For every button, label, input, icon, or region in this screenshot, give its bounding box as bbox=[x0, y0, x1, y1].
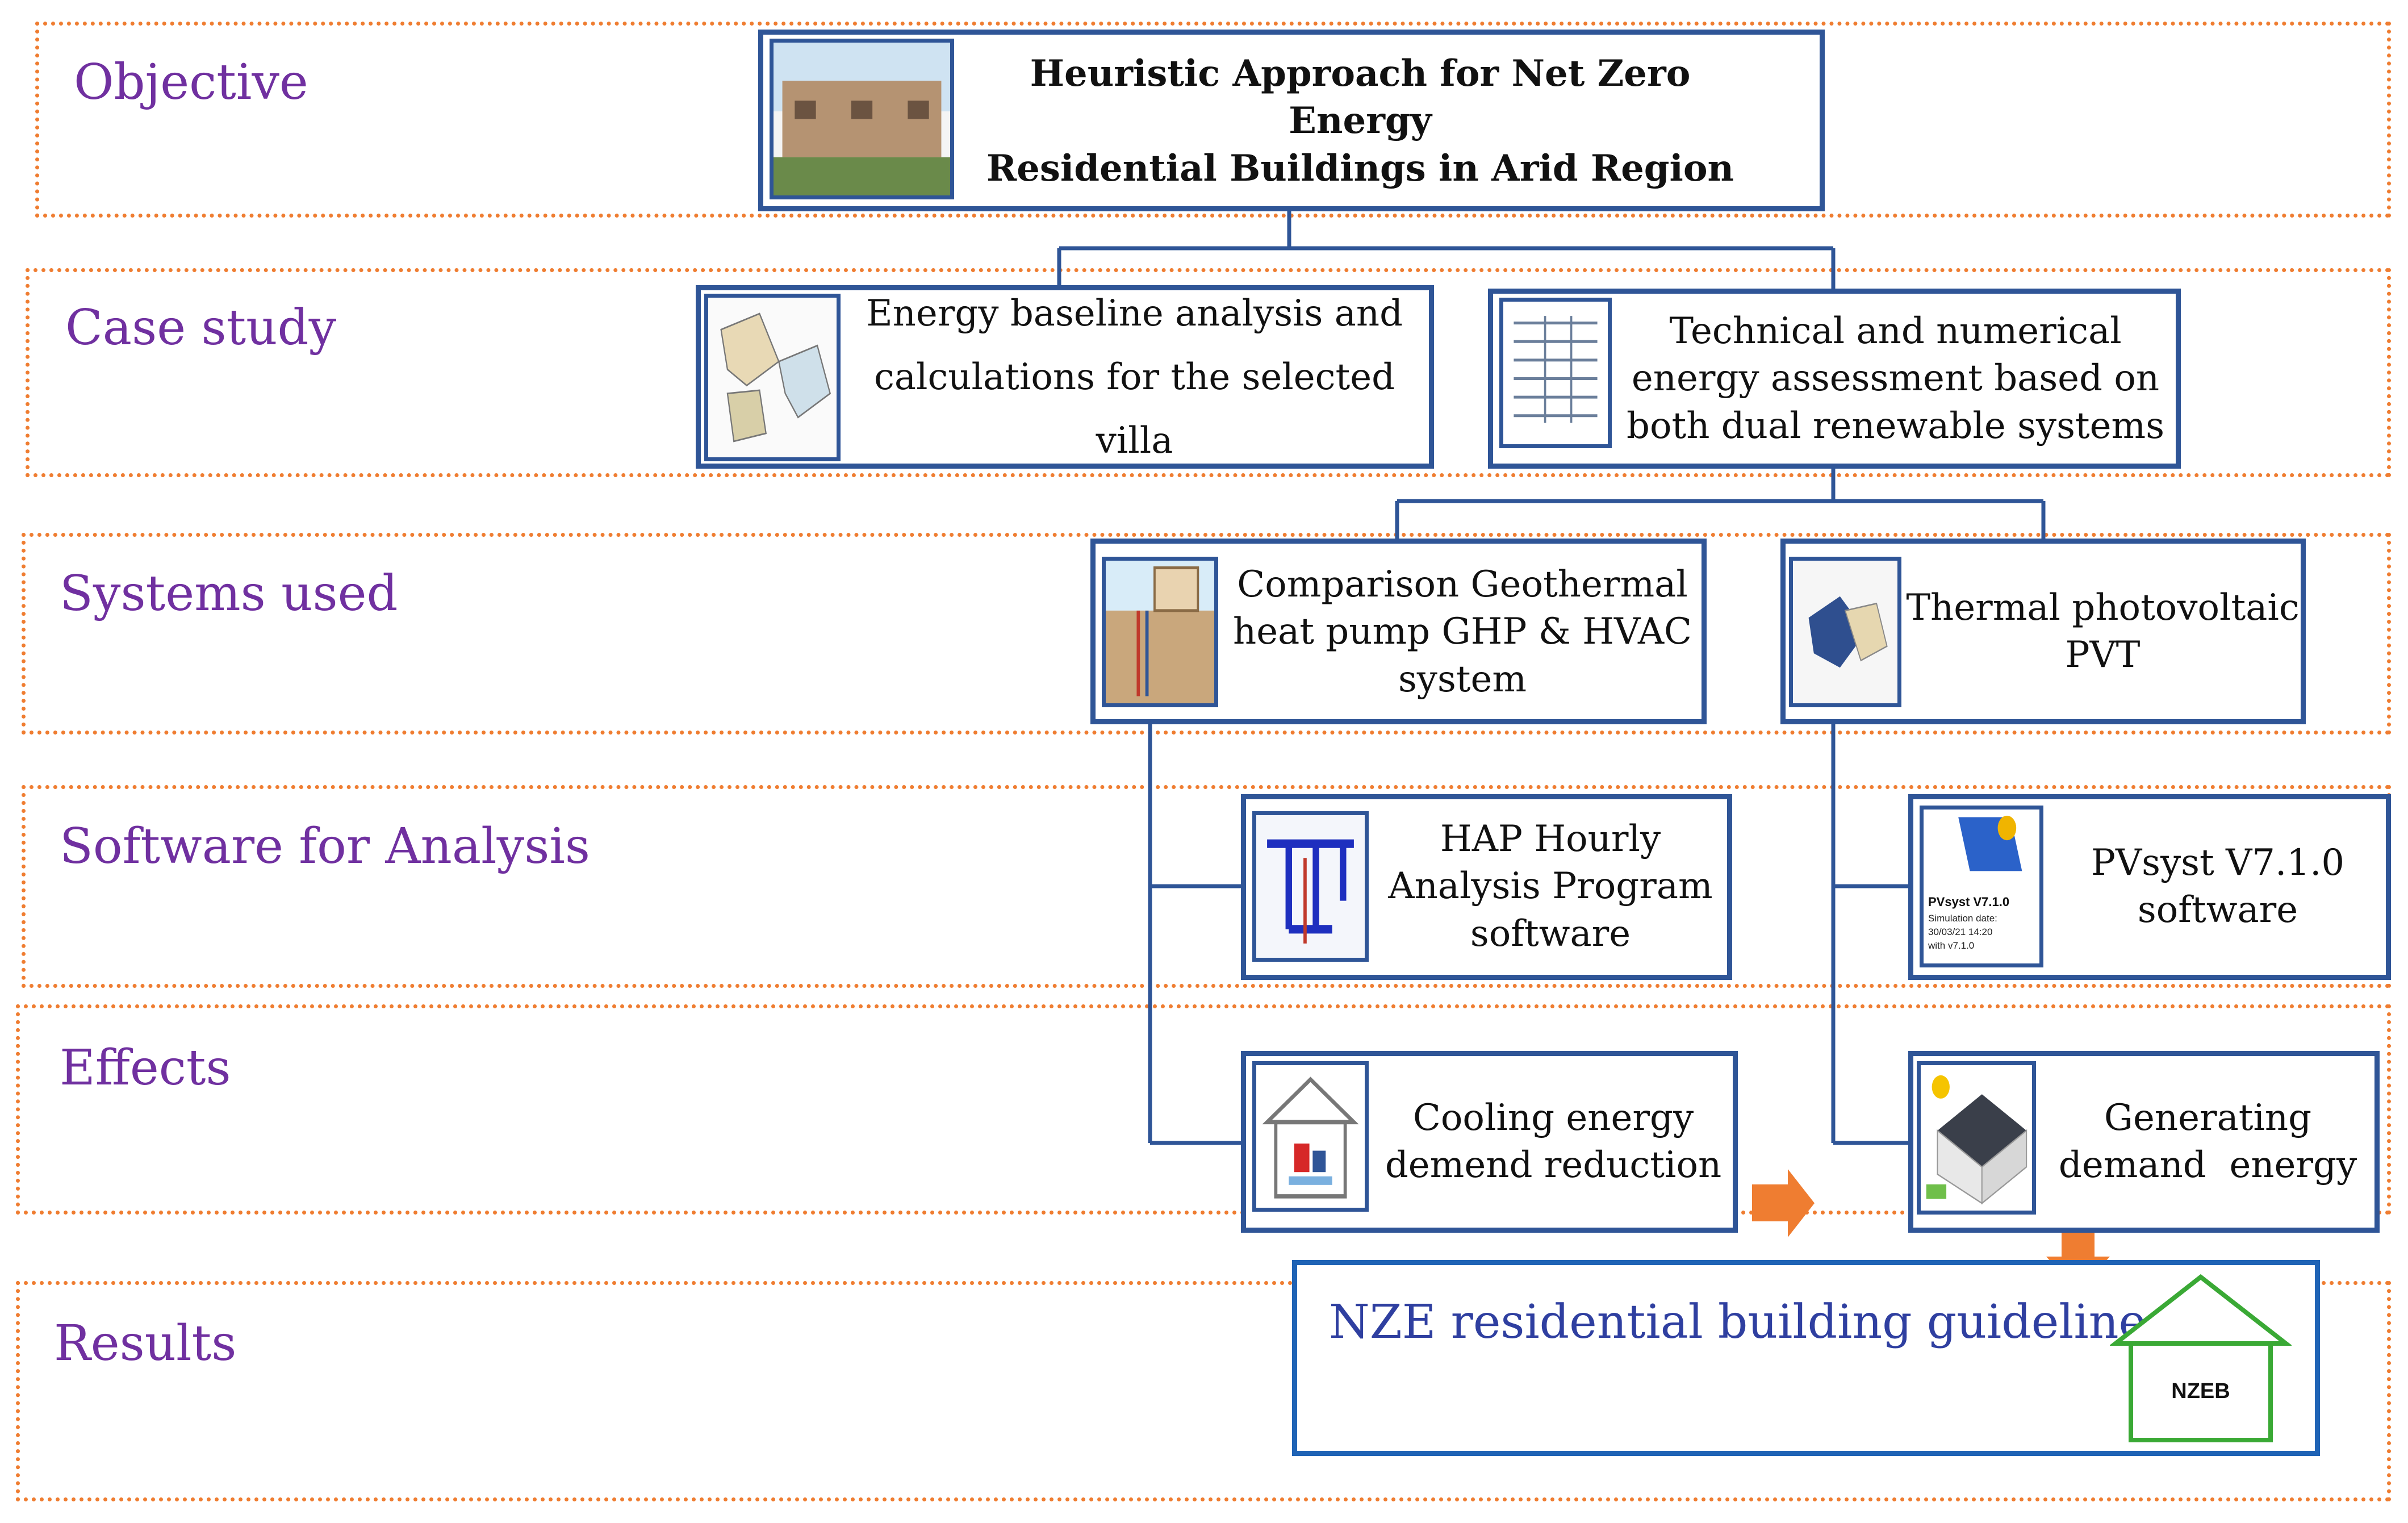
assessment-line-2: energy assessment based on bbox=[1631, 357, 2160, 400]
generating-line-1: Generating bbox=[2104, 1096, 2312, 1139]
hap-text: HAP Hourly Analysis Program software bbox=[1374, 801, 1726, 973]
nzeb-house-label: NZEB bbox=[2171, 1379, 2230, 1403]
lane-label-results: Results bbox=[54, 1315, 237, 1372]
assessment-line-1: Technical and numerical bbox=[1669, 310, 2122, 353]
pvt-text: Thermal photovoltaic PVT bbox=[1905, 546, 2300, 717]
lane-label-effects: Effects bbox=[60, 1040, 231, 1096]
hap-line-3: software bbox=[1470, 912, 1631, 955]
pvsyst-thumb-line-3: with v7.1.0 bbox=[1928, 940, 1975, 951]
pvt-line-1: Thermal photovoltaic bbox=[1906, 586, 2300, 629]
cooling-line-1: Cooling energy bbox=[1412, 1096, 1694, 1139]
house-hvac-icon bbox=[1252, 1061, 1369, 1212]
villa-photo-icon bbox=[770, 39, 954, 199]
assessment-text: Technical and numerical energy assessmen… bbox=[1616, 297, 2175, 461]
ghp-text: Comparison Geothermal heat pump GHP & HV… bbox=[1224, 546, 1701, 718]
hap-line-1: HAP Hourly bbox=[1440, 818, 1661, 861]
hap-line-2: Analysis Program bbox=[1388, 865, 1713, 908]
pvt-line-2: PVT bbox=[2065, 634, 2141, 676]
lane-label-systems-used: Systems used bbox=[60, 565, 398, 622]
data-sheet-icon bbox=[1499, 298, 1612, 448]
baseline-text: Energy baseline analysis and calculation… bbox=[841, 293, 1428, 462]
lane-systems-used bbox=[22, 533, 2391, 735]
pvsyst-text: PVsyst V7.1.0 software bbox=[2050, 801, 2385, 973]
ghp-line-3: system bbox=[1398, 658, 1527, 700]
objective-line-1: Heuristic Approach for Net Zero Energy bbox=[1030, 52, 1691, 143]
generating-text: Generating demand energy bbox=[2042, 1058, 2374, 1226]
objective-text: Heuristic Approach for Net Zero Energy R… bbox=[960, 41, 1761, 201]
pvsyst-thumb-line-2: 30/03/21 14:20 bbox=[1928, 927, 1993, 937]
pvsyst-line-2: software bbox=[2137, 889, 2298, 931]
ghp-line-2: heat pump GHP & HVAC bbox=[1232, 611, 1692, 653]
floor-plan-icon bbox=[704, 294, 841, 461]
lane-label-case-study: Case study bbox=[65, 299, 337, 356]
pvsyst-line-1: PVsyst V7.1.0 bbox=[2091, 841, 2345, 884]
lane-case-study bbox=[26, 268, 2391, 477]
geothermal-diagram-icon bbox=[1102, 557, 1218, 707]
nzeb-house-icon bbox=[2110, 1274, 2292, 1442]
lane-objective bbox=[35, 22, 2391, 218]
hap-duct-icon bbox=[1252, 811, 1369, 962]
pvt-plan-icon bbox=[1789, 557, 1901, 707]
assessment-line-3: both dual renewable systems bbox=[1626, 404, 2165, 447]
lane-label-software: Software for Analysis bbox=[60, 818, 590, 875]
generating-line-2: demand energy bbox=[2058, 1144, 2357, 1186]
arrow-right-icon bbox=[1752, 1169, 1815, 1237]
objective-line-2: Residential Buildings in Arid Region bbox=[986, 147, 1734, 190]
solar-house-icon bbox=[1917, 1061, 2036, 1215]
baseline-line-1: Energy baseline analysis and bbox=[866, 292, 1403, 335]
ghp-line-1: Comparison Geothermal bbox=[1237, 564, 1688, 606]
pvsyst-thumb-title: PVsyst V7.1.0 bbox=[1928, 895, 2010, 909]
baseline-line-2: calculations for the selected villa bbox=[873, 356, 1395, 462]
pvsyst-thumb-line-1: Simulation date: bbox=[1928, 913, 1997, 924]
lane-results bbox=[16, 1281, 2391, 1501]
cooling-line-2: demend reduction bbox=[1385, 1144, 1722, 1186]
cooling-text: Cooling energy demend reduction bbox=[1374, 1058, 1732, 1226]
result-text: NZE residential building guideline bbox=[1329, 1295, 2147, 1349]
pvsyst-report-icon: PVsyst V7.1.0 Simulation date: 30/03/21 … bbox=[1920, 806, 2043, 967]
lane-effects bbox=[16, 1004, 2391, 1215]
lane-label-objective: Objective bbox=[74, 54, 308, 111]
